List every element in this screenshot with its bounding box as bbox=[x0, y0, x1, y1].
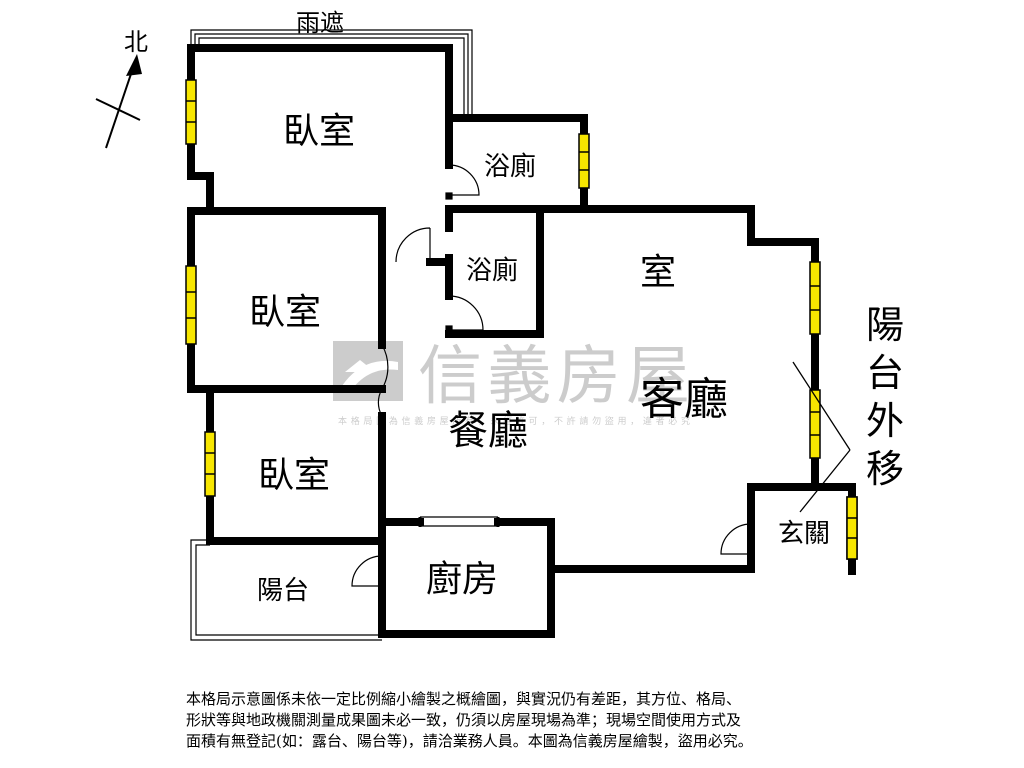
label-balcony: 陽台 bbox=[257, 576, 309, 606]
wall-bathroom-2-east bbox=[445, 205, 544, 338]
canopy-outline bbox=[190, 29, 473, 116]
balcony-outline bbox=[190, 539, 382, 641]
svg-text:陽: 陽 bbox=[866, 303, 904, 347]
label-bathroom-1: 浴廁 bbox=[484, 152, 536, 182]
svg-text:台: 台 bbox=[866, 351, 904, 395]
disclaimer-line-2: 形狀等與地政機關測量成果圖未必一致，仍須以房屋現場為準；現場空間使用方式及 bbox=[186, 711, 742, 729]
disclaimer: 本格局示意圖係未依一定比例縮小繪製之概繪圖，與實況仍有差距，其方位、格局、 形狀… bbox=[186, 689, 946, 752]
label-room: 室 bbox=[640, 252, 676, 293]
label-kitchen: 廚房 bbox=[426, 559, 498, 600]
compass-label: 北 bbox=[124, 28, 148, 56]
svg-text:移: 移 bbox=[866, 447, 904, 491]
label-dining: 餐廳 bbox=[448, 408, 528, 454]
wall-kitchen-east bbox=[494, 518, 555, 573]
disclaimer-line-3: 面積有無登記(如：露台、陽台等)，請洽業務人員。本圖為信義房屋繪製，盜用必究。 bbox=[186, 732, 753, 750]
svg-text:外: 外 bbox=[866, 399, 904, 443]
doors bbox=[351, 161, 752, 590]
label-entrance: 玄關 bbox=[778, 519, 830, 549]
north-arrow-icon bbox=[126, 54, 142, 76]
label-canopy: 雨遮 bbox=[296, 9, 344, 37]
window-bedroom-3 bbox=[204, 431, 216, 497]
compass-cross bbox=[95, 98, 141, 121]
compass: 北 bbox=[95, 28, 148, 149]
label-living: 客廳 bbox=[640, 374, 728, 425]
window-living-east bbox=[809, 389, 821, 459]
window-bedroom-2 bbox=[185, 265, 197, 345]
label-bedroom-1: 臥室 bbox=[283, 111, 355, 152]
label-bedroom-2: 臥室 bbox=[249, 292, 321, 333]
label-bedroom-3: 臥室 bbox=[258, 455, 330, 496]
door-entrance bbox=[720, 523, 752, 555]
compass-axis bbox=[105, 61, 136, 149]
door-bedroom-2 bbox=[395, 227, 431, 263]
door-bathroom-1 bbox=[448, 164, 480, 196]
door-bedroom-2-dining bbox=[381, 344, 389, 390]
window-room-east bbox=[809, 261, 821, 335]
door-bedroom-3 bbox=[377, 388, 383, 417]
balcony-moved-bracket bbox=[792, 361, 851, 513]
door-bathroom-2 bbox=[448, 295, 484, 331]
balcony-moved-annotation: 陽 台 外 移 bbox=[866, 303, 904, 491]
window-bedroom-1 bbox=[185, 79, 197, 145]
door-balcony bbox=[351, 555, 383, 587]
kitchen-sliding-door bbox=[418, 516, 500, 527]
label-bathroom-2: 浴廁 bbox=[466, 256, 518, 286]
window-bathroom-1 bbox=[578, 133, 590, 189]
walls bbox=[187, 44, 856, 638]
disclaimer-line-1: 本格局示意圖係未依一定比例縮小繪製之概繪圖，與實況仍有差距，其方位、格局、 bbox=[186, 690, 742, 708]
wall-bedroom-2 bbox=[206, 207, 386, 349]
wall-outer-east bbox=[445, 114, 819, 491]
